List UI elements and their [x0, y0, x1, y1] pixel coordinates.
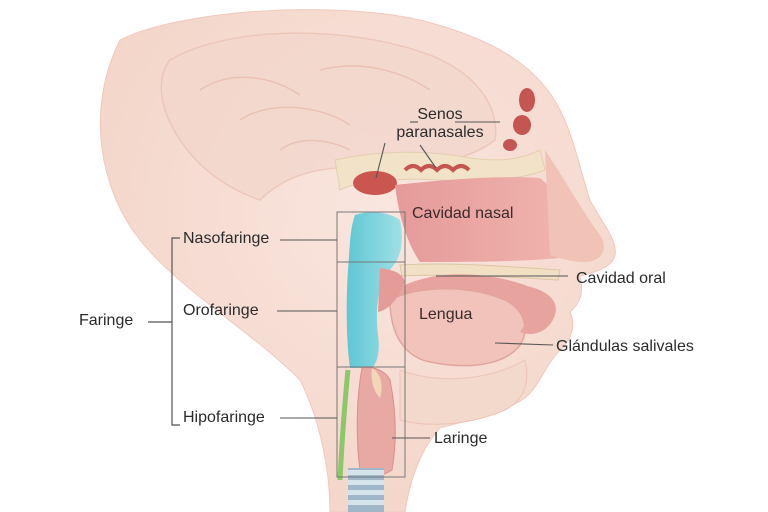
label-lengua: Lengua	[419, 306, 473, 323]
sinus-frontal-1	[519, 88, 535, 112]
lips	[520, 285, 556, 335]
sinus-ethmoid-cells	[403, 164, 471, 173]
sinus-sphenoid	[353, 171, 397, 195]
larynx	[356, 367, 396, 477]
label-hipofaringe: Hipofaringe	[183, 409, 265, 426]
sinus-frontal-2	[513, 115, 531, 135]
label-cavidad-oral: Cavidad oral	[576, 270, 666, 287]
leader-lines	[277, 121, 568, 439]
trachea	[348, 468, 384, 512]
label-faringe: Faringe	[79, 312, 134, 329]
pharynx	[346, 212, 402, 368]
tongue	[389, 288, 526, 367]
faringe-bracket	[148, 237, 180, 426]
label-orofaringe: Orofaringe	[183, 302, 259, 319]
epiglottis	[371, 368, 382, 398]
sinus-ethmoid	[503, 139, 517, 151]
label-senos-paranasales: Senos paranasales	[396, 106, 484, 141]
nose	[545, 150, 605, 262]
hipofaringe-box	[336, 366, 406, 478]
label-cavidad-nasal: Cavidad nasal	[412, 205, 514, 222]
nasal-cavity	[395, 177, 586, 262]
label-nasofaringe: Nasofaringe	[183, 230, 270, 247]
label-laringe: Laringe	[434, 430, 488, 447]
esophagus-line	[337, 369, 351, 481]
soft-palate	[378, 268, 405, 312]
mandible	[399, 359, 528, 425]
label-glandulas-salivales: Glándulas salivales	[556, 338, 694, 355]
